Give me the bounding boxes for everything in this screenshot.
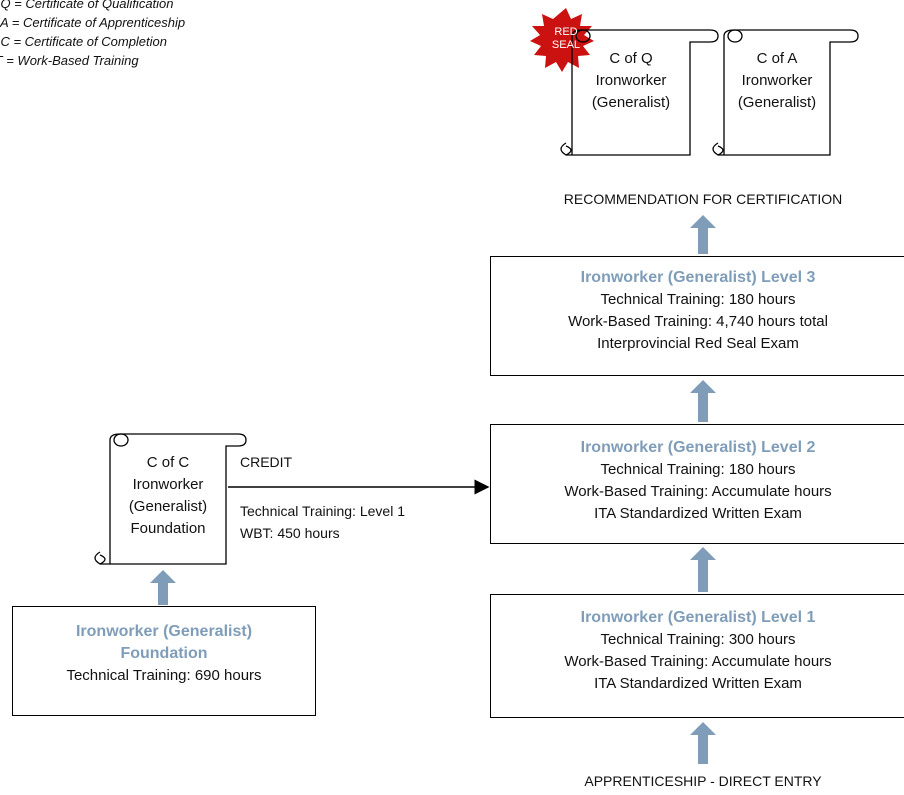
recommendation-label: RECOMMENDATION FOR CERTIFICATION [563, 191, 843, 207]
red-seal-icon [530, 8, 594, 72]
entry-label: APPRENTICESHIP - DIRECT ENTRY [584, 773, 822, 789]
level2-technical: Technical Training: 180 hours [600, 461, 796, 478]
foundation-box: Ironworker (Generalist) Foundation Techn… [12, 606, 316, 716]
foundation-subtitle: Foundation [120, 645, 208, 662]
arrow-entry-to-level1 [690, 722, 716, 764]
cofc-scroll-icon [94, 433, 247, 565]
cofq-scroll-icon [560, 29, 719, 156]
cofa-certificate: C of A Ironworker (Generalist) [724, 48, 830, 114]
cofc-certificate: C of C Ironworker (Generalist) Foundatio… [110, 452, 226, 540]
cofc-title: C of C [146, 454, 190, 471]
arrow-foundation-to-cofc [150, 570, 176, 605]
level3-technical: Technical Training: 180 hours [600, 291, 796, 308]
legend-item: of A = Certificate of Apprenticeship [0, 15, 186, 30]
cofq-title: C of Q [609, 50, 653, 67]
cofa-title: C of A [756, 50, 798, 67]
level1-wbt: Work-Based Training: Accumulate hours [564, 653, 832, 670]
legend: of Q = Certificate of Qualification of A… [0, 0, 185, 70]
credit-technical: Technical Training: Level 1 [240, 503, 405, 519]
cofq-trade: Ironworker [595, 72, 667, 89]
legend-item: of Q = Certificate of Qualification [0, 0, 174, 11]
cofc-specialty: (Generalist) [128, 498, 208, 515]
cofc-program: Foundation [130, 520, 206, 537]
arrow-level1-to-level2 [690, 547, 716, 592]
level3-exam: Interprovincial Red Seal Exam [597, 335, 799, 352]
cofq-specialty: (Generalist) [591, 94, 671, 111]
foundation-title: Ironworker (Generalist) [75, 623, 253, 640]
credit-label: CREDIT [240, 454, 293, 470]
legend-item: BT = Work-Based Training [0, 53, 139, 68]
level3-box: Ironworker (Generalist) Level 3 Technica… [490, 256, 904, 376]
level2-exam: ITA Standardized Written Exam [594, 505, 802, 522]
level2-title: Ironworker (Generalist) Level 2 [580, 439, 816, 456]
credit-wbt: WBT: 450 hours [240, 525, 340, 541]
cofa-scroll-icon [712, 29, 859, 156]
foundation-technical: Technical Training: 690 hours [66, 667, 262, 684]
cofa-trade: Ironworker [741, 72, 813, 89]
level2-box: Ironworker (Generalist) Level 2 Technica… [490, 424, 904, 544]
arrow-level2-to-level3 [690, 380, 716, 422]
cofq-certificate: C of Q Ironworker (Generalist) [572, 48, 690, 114]
level2-wbt: Work-Based Training: Accumulate hours [564, 483, 832, 500]
red-seal-label: RED SEAL [551, 26, 581, 51]
level1-title: Ironworker (Generalist) Level 1 [580, 609, 816, 626]
cofc-trade: Ironworker [132, 476, 204, 493]
level3-title: Ironworker (Generalist) Level 3 [580, 269, 816, 286]
legend-item: of C = Certificate of Completion [0, 34, 167, 49]
level3-wbt: Work-Based Training: 4,740 hours total [568, 313, 828, 330]
cofa-specialty: (Generalist) [737, 94, 817, 111]
level1-technical: Technical Training: 300 hours [600, 631, 796, 648]
level1-exam: ITA Standardized Written Exam [594, 675, 802, 692]
level1-box: Ironworker (Generalist) Level 1 Technica… [490, 594, 904, 718]
arrow-to-recommendation [690, 215, 716, 254]
